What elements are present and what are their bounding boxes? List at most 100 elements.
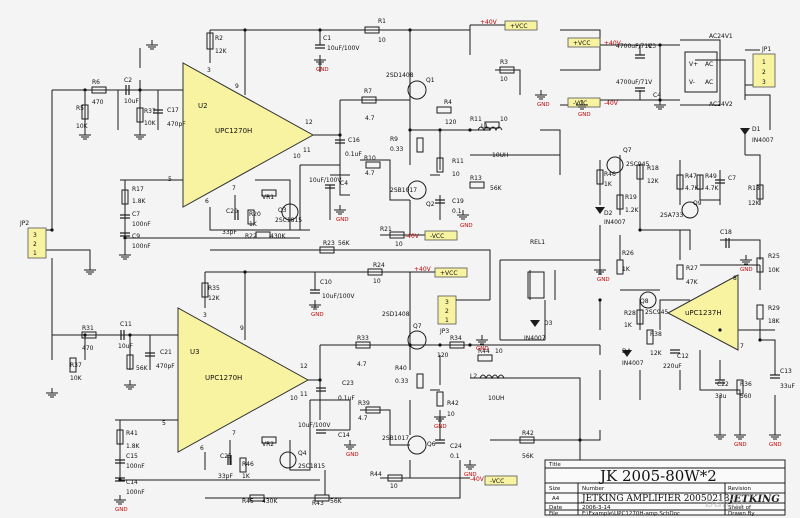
d3-ref: D3 <box>544 320 553 327</box>
c25-ref: C25 <box>220 453 232 460</box>
c14-ref: C14 <box>126 479 138 486</box>
r28-val: 12K <box>650 350 663 357</box>
r44-ref: R44 <box>370 471 382 478</box>
pin-11-top: 11 <box>303 147 311 154</box>
svg-text:JP2: JP2 <box>19 220 29 227</box>
r48-val: 4.7K <box>705 185 720 192</box>
c9-ref: C9 <box>132 233 140 240</box>
tb-company: JETKING AMPLIFIER 20050218 <box>581 494 730 504</box>
pot-vr1 <box>261 189 277 197</box>
resistor-r12 <box>469 181 485 189</box>
d4-val: IN4007 <box>622 360 644 367</box>
pin-10-bot: 10 <box>290 395 298 402</box>
transistor-q5 <box>407 330 427 350</box>
r41-ref: R41 <box>126 430 138 437</box>
gnd-top-12: GND <box>576 100 591 118</box>
pin-10-top: 10 <box>293 153 301 160</box>
resistor-r38 <box>436 391 444 407</box>
c4b-ref: C4 <box>653 92 661 99</box>
svg-text:JP1: JP1 <box>761 46 771 53</box>
net-flag-pvcc-top: +VCC +40V <box>480 19 538 31</box>
c1-val: 10uF/100V <box>327 45 360 52</box>
r43-ref: R43 <box>312 500 324 507</box>
r30-val: 1K <box>624 322 633 329</box>
opamp-u2 <box>182 62 315 208</box>
resistor-r45 <box>249 494 265 502</box>
net-flag-nvcc-top: -VCC -40V <box>405 230 458 241</box>
r34-val: 120 <box>437 352 449 359</box>
opamp-u3 <box>177 307 310 453</box>
resistor-r39 <box>365 406 381 414</box>
svg-text:2: 2 <box>33 241 37 248</box>
transistor-q6 <box>407 435 427 455</box>
svg-text:-40V: -40V <box>604 100 619 107</box>
svg-text:GND: GND <box>734 442 747 448</box>
resistor-r41 <box>116 429 124 445</box>
pin-12-bot: 12 <box>300 363 308 370</box>
r3-val: 10 <box>500 76 508 83</box>
c7-val: 100nF <box>132 221 151 228</box>
resistor-r48 <box>696 174 704 190</box>
svg-text:2: 2 <box>762 69 766 76</box>
resistor-r2 <box>206 32 214 50</box>
resistor-r20 <box>247 209 255 225</box>
tb-number-label: Number <box>582 486 605 492</box>
transistor-q3 <box>281 203 299 221</box>
q2-val: 2SB1017 <box>390 187 417 194</box>
relay-rel1 <box>527 271 545 299</box>
d4-ref: D4 <box>622 348 631 355</box>
tb-sheet-label: Sheet of <box>728 505 752 511</box>
gnd-bot-4: GND <box>344 440 359 458</box>
c17-ref: C17 <box>167 107 179 114</box>
r9-val: 0.33 <box>390 146 404 153</box>
r15-val: 12K <box>647 178 660 185</box>
r16-val: 4.7K <box>685 185 700 192</box>
pin-3-bot: 3 <box>203 312 207 319</box>
c10-val: 10uF/100V <box>322 293 355 300</box>
connector-jp2: JP2 3 2 1 <box>19 220 47 259</box>
svg-text:3: 3 <box>445 299 449 306</box>
r42-ref: R42 <box>522 430 534 437</box>
c22-ref: C22 <box>717 381 729 388</box>
tb-drawn-label: Drawn By <box>728 511 755 517</box>
title-block: Title JK 2005-80W*2 Size Number Revision… <box>544 459 786 517</box>
r4-val: 120 <box>445 119 457 126</box>
inductor-l2 <box>479 374 505 380</box>
gnd-top-13 <box>654 100 666 110</box>
r27-val: 47K <box>686 279 699 286</box>
c12-ref: C12 <box>677 353 689 360</box>
r13-ref: R11 <box>452 158 464 165</box>
r46-ref: R46 <box>242 461 254 468</box>
r24-val: 10 <box>373 278 381 285</box>
r26-val: 1K <box>622 266 631 273</box>
watermark: baidu <box>705 495 744 511</box>
resistor-r36 <box>126 354 134 370</box>
resistor-r44 <box>387 474 403 482</box>
svg-text:-40V: -40V <box>470 476 485 483</box>
q4-ref: Q4 <box>298 450 307 457</box>
resistor-r15 <box>636 164 644 180</box>
r12-val: 56K <box>490 185 503 192</box>
c23-ref: C23 <box>342 380 354 387</box>
q2-ref: Q2 <box>426 201 435 208</box>
q3-val: 2SC1815 <box>275 217 302 224</box>
gnd-bot-8: GND <box>114 495 128 513</box>
r42-val: 56K <box>522 453 535 460</box>
svg-text:+40V: +40V <box>480 19 498 26</box>
svg-text:GND: GND <box>476 346 489 352</box>
resistor-r28 <box>646 329 654 345</box>
resistor-r40 <box>416 373 424 389</box>
svg-text:2: 2 <box>445 308 449 315</box>
r41-val: 1.8K <box>126 443 141 450</box>
r-val-extra: 10K <box>144 120 157 127</box>
c7b-ref: C7 <box>728 175 736 182</box>
diode-d3 <box>530 320 540 327</box>
u2-ref: U2 <box>198 102 208 110</box>
r39-val: 4.7 <box>358 415 368 422</box>
q8-val: 2SC945 <box>645 309 668 316</box>
tb-revision-label: Revision <box>728 486 751 492</box>
rail-ac2: AC24V2 <box>709 101 733 108</box>
tb-size-label: Size <box>549 486 561 492</box>
r46-val: 1K <box>242 473 251 480</box>
transistor-q7 <box>606 156 624 174</box>
